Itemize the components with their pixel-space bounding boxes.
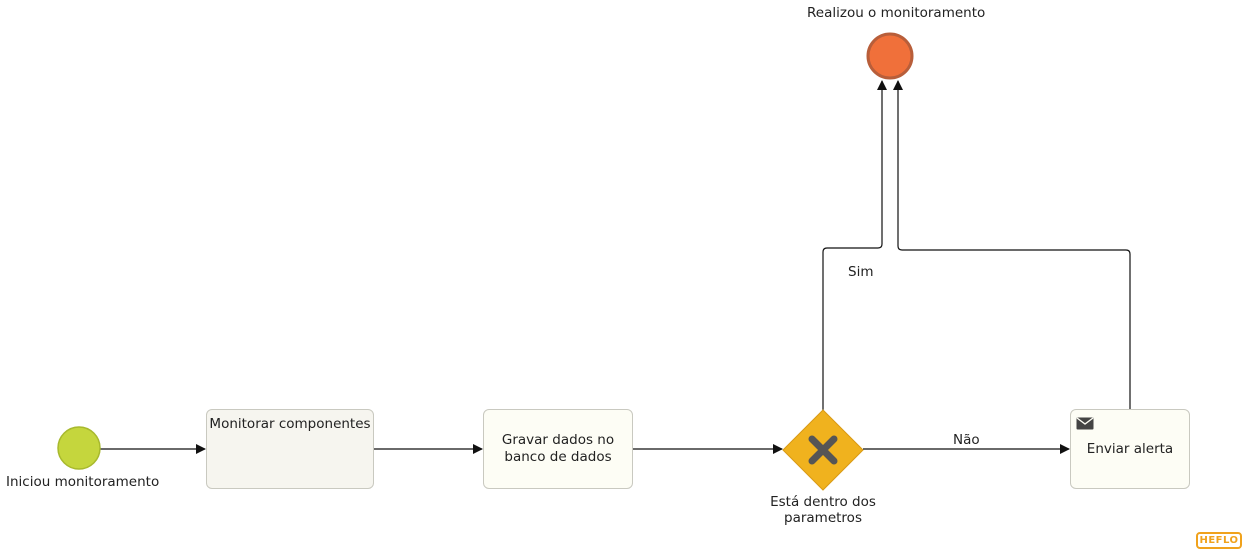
flow-gateway-yes-to-end — [822, 80, 887, 410]
flow-alert-to-end — [893, 80, 1131, 410]
task-save-data[interactable]: Gravar dados no banco de dados — [483, 409, 633, 489]
envelope-icon — [1076, 417, 1094, 435]
task-save-label-line1: Gravar dados no — [501, 432, 615, 448]
gateway-label: Está dentro dos parametros — [753, 494, 893, 526]
start-event-label: Iniciou monitoramento — [6, 474, 160, 490]
end-event-label: Realizou o monitoramento — [807, 5, 986, 21]
task-alert-label: Enviar alerta — [1086, 440, 1174, 457]
end-event — [866, 32, 914, 80]
gateway-label-line1: Está dentro dos — [770, 494, 876, 510]
start-event — [57, 426, 101, 470]
gateway-label-line2: parametros — [784, 510, 862, 526]
task-save-label-line2: banco de dados — [504, 449, 612, 465]
heflo-logo: HEFLO — [1196, 532, 1242, 549]
flow-no-label: Não — [953, 432, 980, 448]
exclusive-gateway — [782, 409, 864, 491]
task-send-alert[interactable]: Enviar alerta — [1070, 409, 1190, 489]
flow-yes-label: Sim — [848, 264, 874, 280]
task-monitor-components[interactable]: Monitorar componentes — [206, 409, 374, 489]
task-monitor-label: Monitorar componentes — [209, 416, 371, 432]
